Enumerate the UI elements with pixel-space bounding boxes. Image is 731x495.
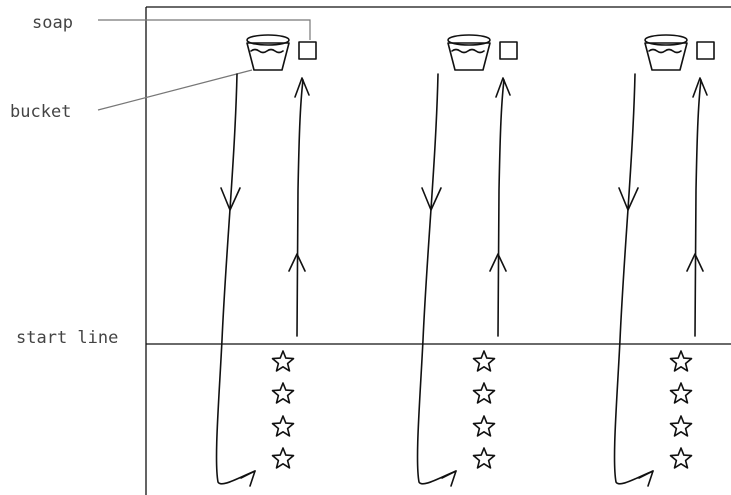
star-icon xyxy=(669,350,693,372)
soap-icon xyxy=(298,41,317,60)
up-arrow-icon xyxy=(686,253,704,272)
lanes xyxy=(215,34,715,487)
bucket-label: bucket xyxy=(10,102,71,122)
turn-arrow-icon xyxy=(638,470,654,487)
star-icon xyxy=(271,350,295,372)
start-line-label: start line xyxy=(16,328,118,348)
star-icon xyxy=(271,447,295,469)
up-arrow-icon xyxy=(294,77,310,98)
star-icon xyxy=(472,382,496,404)
bucket-body xyxy=(447,42,491,71)
downward-path-line xyxy=(215,73,256,485)
star-icon xyxy=(669,415,693,437)
bucket-water xyxy=(250,48,284,54)
bucket-water xyxy=(648,48,682,54)
bucket-rim xyxy=(644,34,688,46)
bucket-rim xyxy=(246,34,290,46)
lane-1 xyxy=(215,34,317,487)
upward-path-line xyxy=(694,79,702,337)
soap-icon xyxy=(696,41,715,60)
downward-path-line xyxy=(416,73,457,485)
lane-3 xyxy=(613,34,715,487)
star-icon xyxy=(669,382,693,404)
star-icon xyxy=(271,415,295,437)
upward-path-line xyxy=(497,79,505,337)
bucket-body xyxy=(246,42,290,71)
downward-path-line xyxy=(613,73,654,485)
upward-path-line xyxy=(296,79,304,337)
soap-leader-line xyxy=(98,19,311,40)
up-arrow-icon xyxy=(489,253,507,272)
bucket-icon xyxy=(246,34,290,71)
bucket-water xyxy=(451,48,485,54)
star-icon xyxy=(472,415,496,437)
down-arrow-icon xyxy=(421,187,442,211)
star-icon xyxy=(271,382,295,404)
star-icon xyxy=(669,447,693,469)
turn-arrow-icon xyxy=(240,470,256,487)
down-arrow-icon xyxy=(220,187,241,211)
star-icon xyxy=(472,350,496,372)
up-arrow-icon xyxy=(495,77,511,98)
up-arrow-icon xyxy=(692,77,708,98)
down-arrow-icon xyxy=(618,187,639,211)
bucket-icon xyxy=(447,34,491,71)
soap-label: soap xyxy=(32,13,73,33)
bucket-leader-line xyxy=(97,69,253,111)
lane-2 xyxy=(416,34,518,487)
up-arrow-icon xyxy=(288,253,306,272)
bucket-icon xyxy=(644,34,688,71)
star-icon xyxy=(472,447,496,469)
bucket-body xyxy=(644,42,688,71)
soap-icon xyxy=(499,41,518,60)
turn-arrow-icon xyxy=(441,470,457,487)
bucket-rim xyxy=(447,34,491,46)
